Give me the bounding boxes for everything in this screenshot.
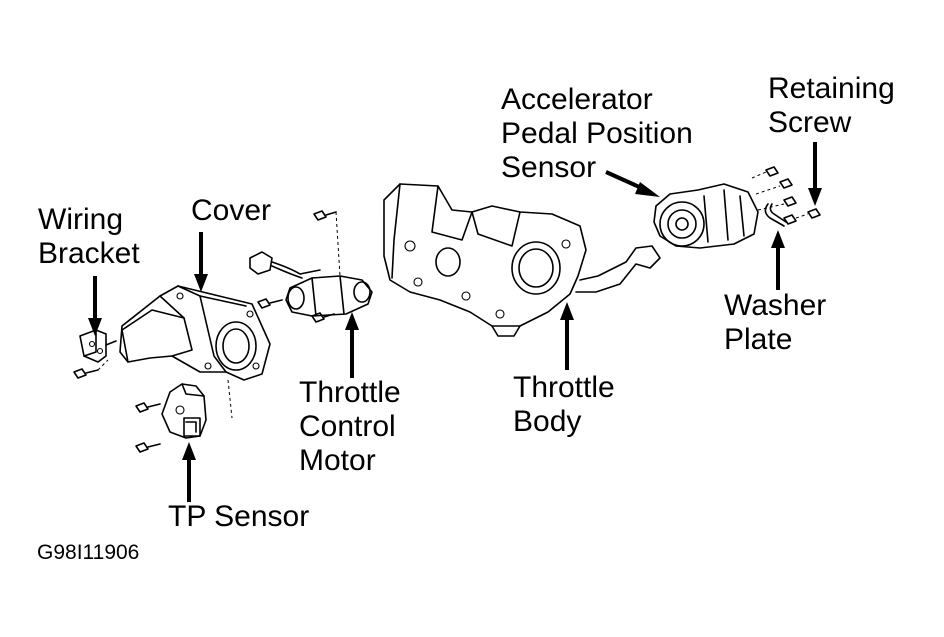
cover-part [119,285,271,381]
label-tp-sensor: TP Sensor [168,500,309,534]
callout-arrows [88,142,822,502]
wiring-bracket-part [79,329,117,363]
label-line: Bracket [38,237,140,270]
washer-plate-part [764,203,787,227]
label-line: Screw [768,106,852,139]
figure-id: G98I11906 [37,541,140,564]
label-line: Body [513,405,582,438]
label-retaining-screw: Retaining Screw [768,72,895,140]
label-line: Control [299,410,396,443]
label-throttle-control-motor: Throttle Control Motor [299,376,401,478]
label-line: Motor [299,444,376,477]
label-line: Retaining [768,72,895,105]
accelerator-pedal-position-sensor-part [653,183,759,249]
label-line: Throttle [299,376,401,409]
label-line: Pedal Position [501,117,693,150]
throttle-body-part [383,183,661,337]
label-line: Plate [724,323,793,356]
label-washer-plate: Washer Plate [724,289,826,357]
label-line: Wiring [38,203,124,236]
motor-screws [257,210,337,323]
sensor-screws [751,166,797,225]
label-line: TP Sensor [168,500,310,533]
throttle-control-motor-part [249,251,373,317]
label-line: Cover [191,194,272,227]
tp-sensor-part [161,383,207,439]
label-wiring-bracket: Wiring Bracket [38,203,140,271]
tp-sensor-screws [135,402,161,453]
label-line: Washer [724,289,827,322]
label-cover: Cover [191,194,271,228]
label-line: Throttle [513,371,615,404]
label-line: Accelerator [501,83,653,116]
bracket-screw [73,368,99,379]
label-throttle-body: Throttle Body [513,371,615,439]
label-accelerator-pedal-position-sensor: Accelerator Pedal Position Sensor [501,83,693,185]
label-line: Sensor [501,151,597,184]
retaining-screw-part [795,208,821,219]
